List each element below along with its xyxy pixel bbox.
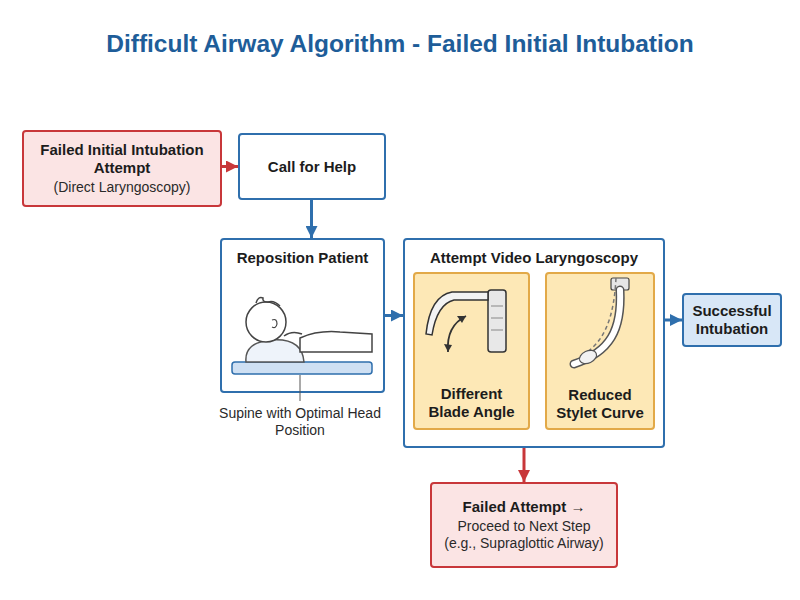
patient-illustration — [232, 298, 372, 401]
box-body-text: Proceed to Next Step (e.g., Supraglottic… — [440, 518, 608, 552]
neck-line — [284, 332, 302, 336]
laryngoscope-blade — [426, 292, 488, 335]
handle-grip — [491, 318, 503, 319]
outcome-box: Successful Intubation — [682, 293, 782, 347]
failure-box: Failed Attempt → Proceed to Next Step (e.… — [430, 482, 618, 568]
tube-connector — [611, 278, 629, 290]
laryngoscope-handle — [488, 290, 506, 352]
mattress — [232, 362, 372, 374]
group-box: Attempt Video LaryngoscopyDifferent Blad… — [403, 238, 665, 448]
start-box: Failed Initial Intubation Attempt (Direct… — [22, 130, 222, 207]
box-heading: Failed Initial Intubation Attempt — [32, 141, 212, 177]
handle-grip — [491, 306, 503, 307]
tube-wall — [574, 290, 620, 364]
flow-arrow — [665, 319, 682, 322]
box-heading: Call for Help — [268, 158, 356, 176]
flow-arrow — [523, 448, 526, 482]
head — [246, 302, 286, 342]
box-heading: Failed Attempt → — [463, 498, 586, 516]
flow-arrow — [222, 165, 238, 168]
flow-arrow — [385, 314, 403, 317]
box-body-text: (Direct Laryngoscopy) — [54, 179, 191, 196]
body-outline — [300, 332, 372, 352]
face-profile — [256, 298, 280, 306]
leader-line — [300, 375, 301, 401]
tube-illustration — [574, 278, 629, 366]
pillow — [246, 340, 304, 362]
diagram-title: Difficult Airway Algorithm - Failed Init… — [0, 30, 800, 58]
rotation-arrowhead — [457, 316, 466, 323]
handle-grip — [491, 330, 503, 331]
action-box: Call for Help — [238, 133, 386, 200]
box-heading: Different Blade Angle — [421, 385, 522, 421]
box-heading: Reposition Patient — [237, 249, 369, 267]
tube-lumen — [574, 290, 620, 364]
action-box: Reposition Patient — [220, 238, 385, 393]
rotation-arrow — [448, 316, 466, 352]
laryngoscope-illustration — [426, 290, 506, 352]
caption-label: Supine with Optimal Head Position — [212, 405, 388, 439]
box-heading: Successful Intubation — [690, 302, 774, 338]
ear — [272, 320, 277, 328]
option-box: Different Blade Angle — [413, 272, 530, 430]
stylet — [584, 278, 616, 354]
rotation-arrowhead — [444, 344, 452, 352]
box-heading: Reduced Stylet Curve — [552, 386, 648, 422]
flow-arrow — [310, 200, 313, 238]
tube-cuff — [577, 348, 598, 366]
option-box: Reduced Stylet Curve — [545, 272, 655, 430]
box-heading: Attempt Video Laryngoscopy — [430, 249, 638, 267]
